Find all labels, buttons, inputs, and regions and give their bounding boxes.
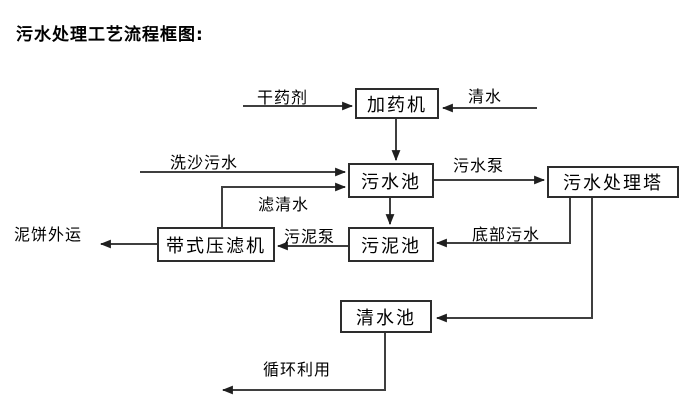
node-treatment-tower: 污水处理塔 [547,166,679,198]
edge-label-sand-washing-sewage: 洗沙污水 [170,153,239,172]
edge-label-sewage-pump: 污水泵 [453,156,505,175]
node-clean-water-pool: 清水池 [340,300,432,333]
edge-clean-water-pool-to-recycle [221,333,386,395]
edge-label-clean-water: 清水 [468,87,503,106]
node-sludge-pool: 污泥池 [348,227,434,262]
node-sewage-pool: 污水池 [348,163,434,198]
edge-label-recycle-use: 循环利用 [263,360,332,379]
node-dosing-machine: 加药机 [355,88,439,119]
edge-label-dry-agent: 干药剂 [257,88,309,107]
edge-treatment-tower-to-clean-water-pool [435,198,593,323]
edge-treatment-tower-to-sludge-pool [435,198,571,248]
edge-filtered-water-to-sewage-pool [221,182,347,227]
edge-label-mud-cake-out: 泥饼外运 [14,225,83,244]
edge-label-sludge-pump: 污泥泵 [284,227,336,246]
edge-label-filtered-water: 滤清水 [258,195,310,214]
page-title: 污水处理工艺流程框图: [16,25,204,45]
node-belt-filter-press: 带式压滤机 [157,227,275,262]
edge-label-bottom-sewage: 底部污水 [472,225,541,244]
